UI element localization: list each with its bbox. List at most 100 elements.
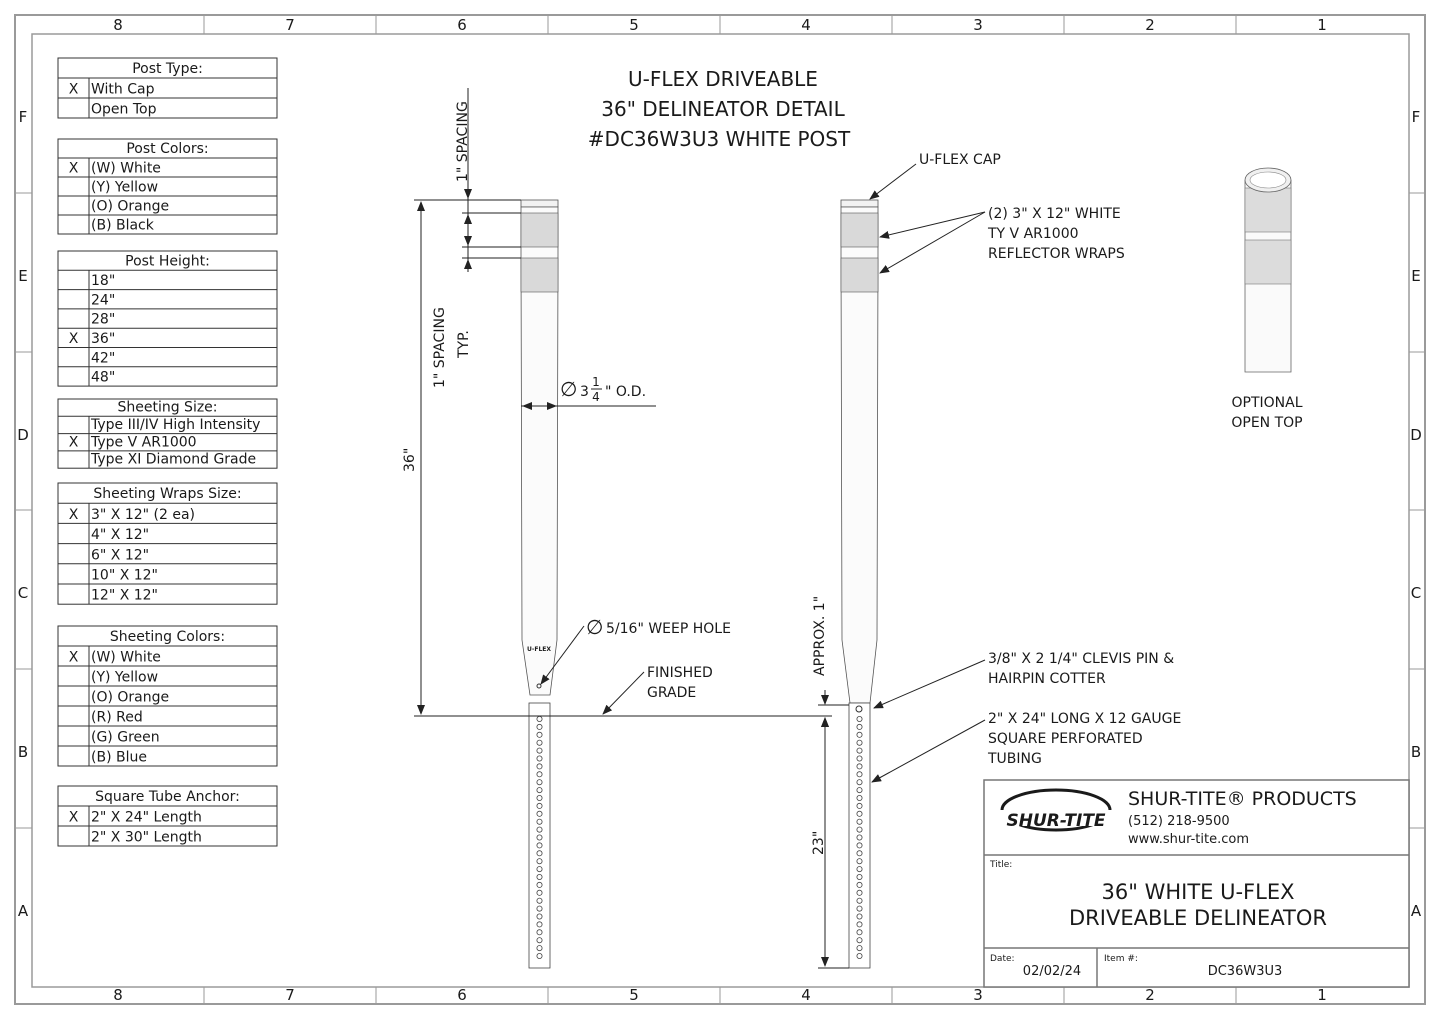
perforation-hole — [536, 905, 543, 912]
option-label: 12" X 12" — [91, 588, 158, 604]
option-label: (R) Red — [91, 710, 143, 726]
perforation-hole — [536, 929, 543, 936]
perforation-hole — [536, 858, 543, 865]
option-label: (B) Blue — [91, 750, 147, 766]
reflector-wrap-lower — [840, 257, 879, 293]
left-post-view: U-FLEX 1" SPACING 1" SPACING TYP. 36" ∅ … — [402, 88, 832, 969]
perforation-hole — [536, 810, 543, 817]
zone-column-label: 4 — [801, 16, 811, 34]
option-label: (G) Green — [91, 730, 160, 746]
dim-od-numerator: 1 — [592, 375, 600, 389]
dim-spacing-typ-line1: 1" SPACING — [432, 307, 448, 388]
zone-row-label: C — [18, 584, 28, 602]
anchor-perforations — [856, 716, 863, 960]
option-table-heading: Sheeting Wraps Size: — [93, 486, 241, 502]
dim-anchor-23: 23" — [811, 831, 827, 855]
perforation-hole — [536, 787, 543, 794]
option-label: (O) Orange — [91, 690, 169, 706]
zone-column-label: 8 — [113, 986, 123, 1004]
zone-row-label: F — [19, 108, 28, 126]
optional-label-line2: OPEN TOP — [1231, 415, 1302, 431]
post-cap — [840, 199, 879, 208]
perforation-hole — [856, 723, 863, 730]
zone-row-label: A — [18, 902, 29, 920]
perforation-hole — [536, 897, 543, 904]
zone-row-label: D — [1410, 426, 1422, 444]
option-label: 4" X 12" — [91, 527, 149, 543]
dim-od-suffix: " O.D. — [605, 384, 646, 400]
perforation-hole — [856, 905, 863, 912]
company-phone: (512) 218-9500 — [1128, 814, 1230, 829]
diameter-symbol-od: ∅ — [560, 377, 577, 401]
item-number: DC36W3U3 — [1208, 964, 1283, 979]
option-selected-mark: X — [69, 82, 79, 98]
option-table-heading: Post Type: — [132, 61, 203, 77]
title-label: Title: — [989, 860, 1012, 870]
perforation-hole — [856, 810, 863, 817]
reflector-wrap-lower — [1244, 239, 1292, 285]
dim-approx-1: APPROX. 1" — [812, 596, 828, 676]
perforation-hole — [536, 795, 543, 802]
perforation-hole — [536, 731, 543, 738]
callout-tubing-line2: SQUARE PERFORATED — [988, 731, 1143, 747]
perforation-hole — [856, 953, 863, 960]
perforation-hole — [856, 747, 863, 754]
perforation-hole — [856, 739, 863, 746]
option-label: 36" — [91, 331, 115, 347]
reflector-wrap-upper — [520, 212, 559, 248]
clevis-pin — [855, 705, 863, 713]
option-label: Type V AR1000 — [90, 434, 197, 450]
perforation-hole — [856, 866, 863, 873]
option-selected-mark: X — [69, 650, 79, 666]
perforation-hole — [536, 866, 543, 873]
perforation-hole — [536, 937, 543, 944]
dim-spacing-typ-line2: TYP. — [456, 330, 472, 359]
callout-wraps-line2: TY V AR1000 — [987, 226, 1079, 242]
perforation-hole — [856, 771, 863, 778]
perforation-hole — [536, 771, 543, 778]
perforation-hole — [856, 842, 863, 849]
zone-column-label: 2 — [1145, 16, 1155, 34]
drawing-date: 02/02/24 — [1023, 964, 1081, 979]
option-label: 18" — [91, 273, 115, 289]
zone-column-label: 3 — [973, 986, 983, 1004]
perforation-hole — [536, 842, 543, 849]
perforation-hole — [856, 858, 863, 865]
option-table: Sheeting Colors:X(W) White(Y) Yellow(O) … — [57, 625, 278, 767]
perforation-hole — [856, 818, 863, 825]
option-label: 24" — [91, 292, 115, 308]
perforation-hole — [856, 850, 863, 857]
option-selected-mark: X — [69, 331, 79, 347]
option-label: 3" X 12" (2 ea) — [91, 507, 195, 523]
perforation-hole — [536, 802, 543, 809]
zone-column-label: 1 — [1317, 986, 1327, 1004]
zone-column-label: 4 — [801, 986, 811, 1004]
option-label: (B) Black — [91, 218, 155, 234]
zone-column-label: 2 — [1145, 986, 1155, 1004]
dim-od-whole: 3 — [580, 384, 589, 400]
weep-hole — [536, 683, 542, 689]
item-label: Item #: — [1104, 954, 1138, 964]
option-label: With Cap — [91, 82, 155, 98]
perforation-hole — [856, 874, 863, 881]
zone-row-label: A — [1411, 902, 1422, 920]
perforation-hole — [536, 921, 543, 928]
perforation-hole — [856, 787, 863, 794]
anchor-perforations — [536, 716, 543, 960]
reflector-wrap-upper — [840, 212, 879, 248]
option-label: 48" — [91, 370, 115, 386]
reflector-wrap-lower — [520, 257, 559, 293]
right-post-view: APPROX. 1" 23" U-FLEX CAP (2) 3" X 12" W… — [811, 152, 1181, 969]
option-label: 28" — [91, 312, 115, 328]
perforation-hole — [536, 913, 543, 920]
perforation-hole — [536, 723, 543, 730]
zone-row-label: B — [1411, 743, 1421, 761]
option-label: (Y) Yellow — [91, 180, 158, 196]
zone-row-label: B — [18, 743, 28, 761]
reflector-wrap-upper — [1244, 187, 1292, 233]
perforation-hole — [536, 953, 543, 960]
option-label: 42" — [91, 350, 115, 366]
